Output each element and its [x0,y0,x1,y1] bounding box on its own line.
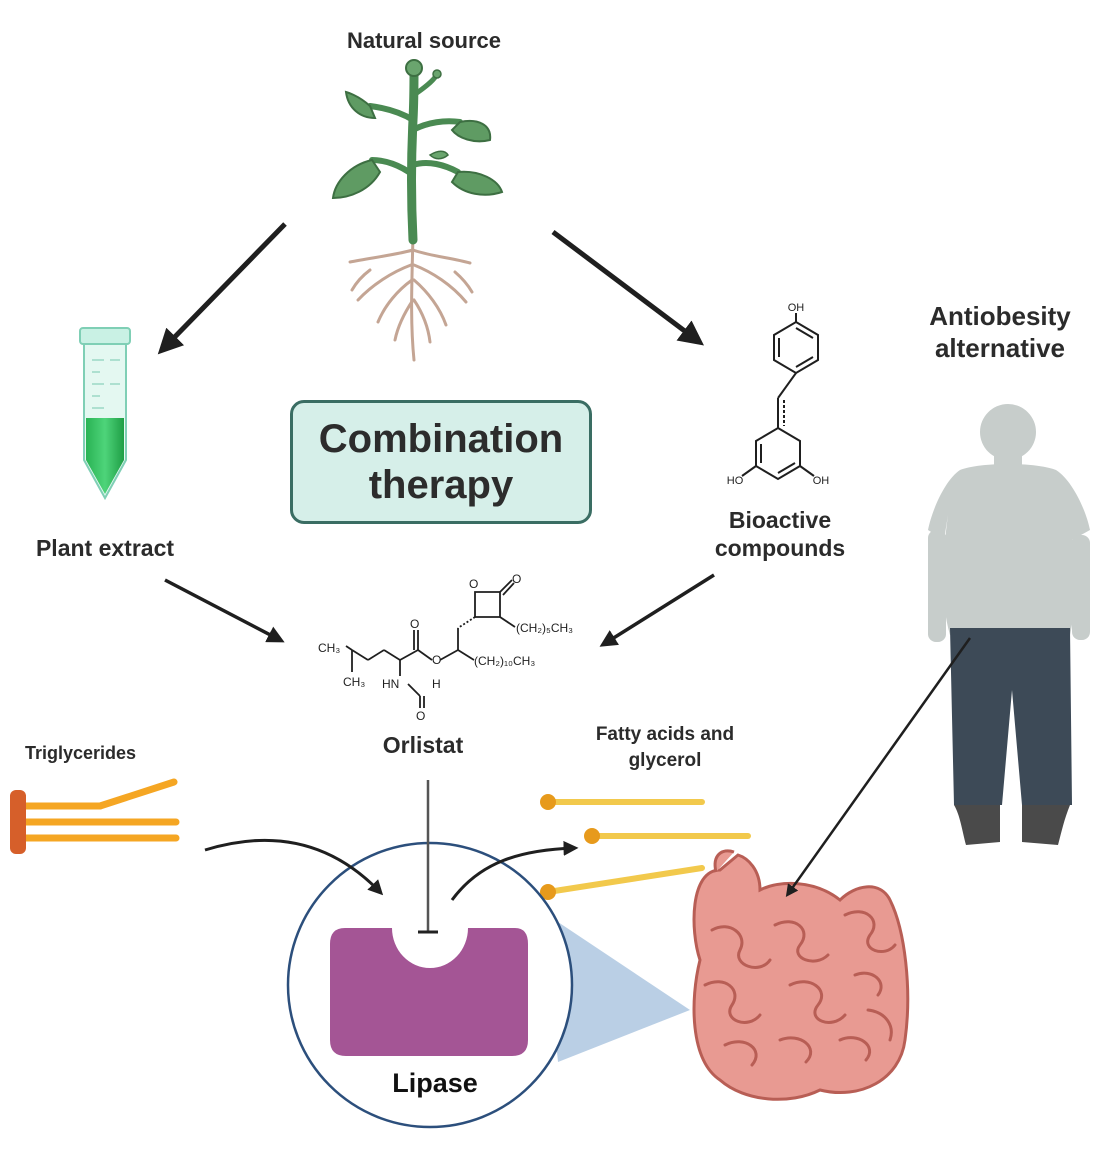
combination-therapy-box: Combination therapy [290,400,592,524]
triglycerides-label: Triglycerides [24,743,137,763]
orlistat-o-formyl: O [416,709,425,723]
orlistat-labels: O O (CH₂)₅CH₃ (CH₂)₁₀CH₃ CH₃ CH₃ O O HN … [318,572,573,723]
antiobesity-label: Antiobesity alternative [929,301,1071,363]
arrow-to-extract [157,222,287,355]
arrow-lipase-to-fatty-acids [450,840,579,901]
zoom-cone [543,912,690,1062]
orlistat-o-ester-carbonyl: O [410,617,419,631]
arrow-compounds-to-orlistat [599,573,715,647]
arrow-extract-to-orlistat [164,578,285,643]
resveratrol-labels: OH HO OH [727,302,830,487]
orlistat-label: Orlistat [382,732,464,758]
orlistat-hn: HN [382,677,399,691]
plant-icon [331,59,504,362]
bioactive-compounds-label: Bioactive compounds [714,507,846,561]
intestine-icon [692,849,910,1101]
orlistat-hexyl: (CH₂)₅CH₃ [516,621,573,635]
orlistat-undecyl: (CH₂)₁₀CH₃ [474,654,535,668]
triglyceride-icon [10,778,180,854]
resveratrol-structure [741,313,819,481]
person-icon [928,404,1090,845]
orlistat-o-ring: O [469,577,478,591]
arrow-to-compounds [551,230,704,346]
orlistat-o-carbonyl: O [512,572,521,586]
orlistat-ch3-b: CH₃ [343,675,365,689]
lipase-enzyme-icon [330,928,528,1056]
orlistat-h: H [432,677,441,691]
fatty-acids-label: Fatty acids and glycerol [595,724,735,771]
natural-source-label: Natural source [346,28,502,53]
arrow-triglycerides-to-lipase [204,838,384,896]
resveratrol-ho-left: HO [727,475,744,487]
resveratrol-oh-right: OH [813,475,830,487]
test-tube-icon [79,327,131,501]
arrow-person-to-intestine [785,637,972,898]
orlistat-structure [345,579,516,708]
lipase-label: Lipase [392,1068,478,1098]
orlistat-o-ester: O [432,653,441,667]
resveratrol-oh-top: OH [788,302,805,314]
combination-therapy-label: Combination therapy [318,417,564,507]
fatty-acids-icon [540,794,751,900]
orlistat-ch3-a: CH₃ [318,641,340,655]
plant-extract-label: Plant extract [35,535,175,561]
